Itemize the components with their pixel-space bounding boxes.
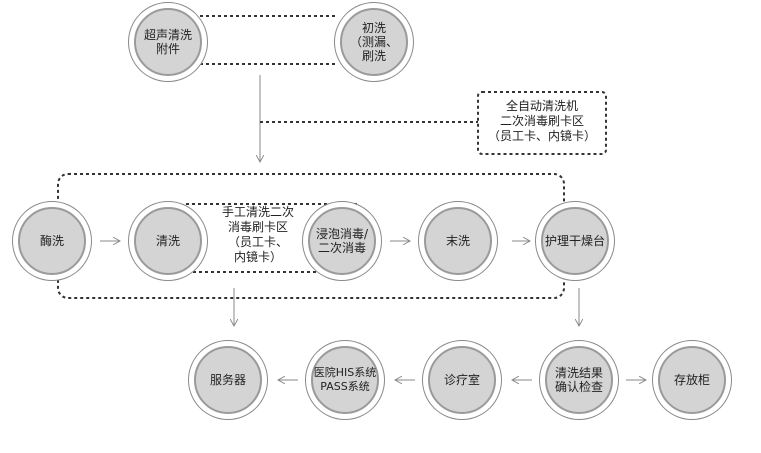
rinse-node: 清洗 (128, 201, 208, 281)
final-rinse-node: 末洗 (418, 201, 498, 281)
final-rinse-label: 末洗 (445, 234, 470, 248)
soak-disinfect-label: 浸泡消毒/ 二次消毒 (315, 227, 369, 255)
enzyme-wash-node: 酶洗 (12, 201, 92, 281)
storage-node: 存放柜 (652, 340, 732, 420)
soak-disinfect-node: 浸泡消毒/ 二次消毒 (302, 201, 382, 281)
initial-wash-label: 初洗 （测漏、 刷洗 (349, 21, 398, 63)
his-pass-node-circle: 医院HIS系统 PASS系统 (311, 346, 379, 414)
rinse-node-circle: 清洗 (134, 207, 202, 275)
enzyme-wash-node-circle: 酶洗 (18, 207, 86, 275)
confirm-check-label: 清洗结果 确认检查 (554, 366, 603, 394)
server-node: 服务器 (188, 340, 268, 420)
server-node-circle: 服务器 (194, 346, 262, 414)
confirm-check-node-circle: 清洗结果 确认检查 (545, 346, 613, 414)
server-label: 服务器 (209, 373, 246, 387)
storage-node-circle: 存放柜 (658, 346, 726, 414)
ultrasonic-node-circle: 超声清洗 附件 (134, 8, 202, 76)
enzyme-wash-label: 酶洗 (39, 234, 64, 248)
confirm-check-node: 清洗结果 确认检查 (539, 340, 619, 420)
his-pass-node: 医院HIS系统 PASS系统 (305, 340, 385, 420)
clinic-label: 诊疗室 (443, 373, 480, 387)
his-pass-label: 医院HIS系统 PASS系统 (313, 366, 377, 393)
initial-wash-node-circle: 初洗 （测漏、 刷洗 (340, 8, 408, 76)
ultrasonic-node: 超声清洗 附件 (128, 2, 208, 82)
care-dry-node: 护理干燥台 (535, 201, 615, 281)
auto-washer-annotation: 全自动清洗机 二次消毒刷卡区 （员工卡、内镜卡） (487, 99, 596, 143)
final-rinse-node-circle: 末洗 (424, 207, 492, 275)
care-dry-label: 护理干燥台 (544, 234, 605, 248)
clinic-node-circle: 诊疗室 (428, 346, 496, 414)
soak-disinfect-node-circle: 浸泡消毒/ 二次消毒 (308, 207, 376, 275)
manual-wash-annotation: 手工清洗二次 消毒刷卡区 （员工卡、 内镜卡） (221, 205, 294, 264)
storage-label: 存放柜 (673, 373, 710, 387)
rinse-label: 清洗 (155, 234, 180, 248)
clinic-node: 诊疗室 (422, 340, 502, 420)
care-dry-node-circle: 护理干燥台 (541, 207, 609, 275)
ultrasonic-label: 超声清洗 附件 (143, 28, 192, 56)
initial-wash-node: 初洗 （测漏、 刷洗 (334, 2, 414, 82)
auto-washer-box (477, 91, 607, 155)
